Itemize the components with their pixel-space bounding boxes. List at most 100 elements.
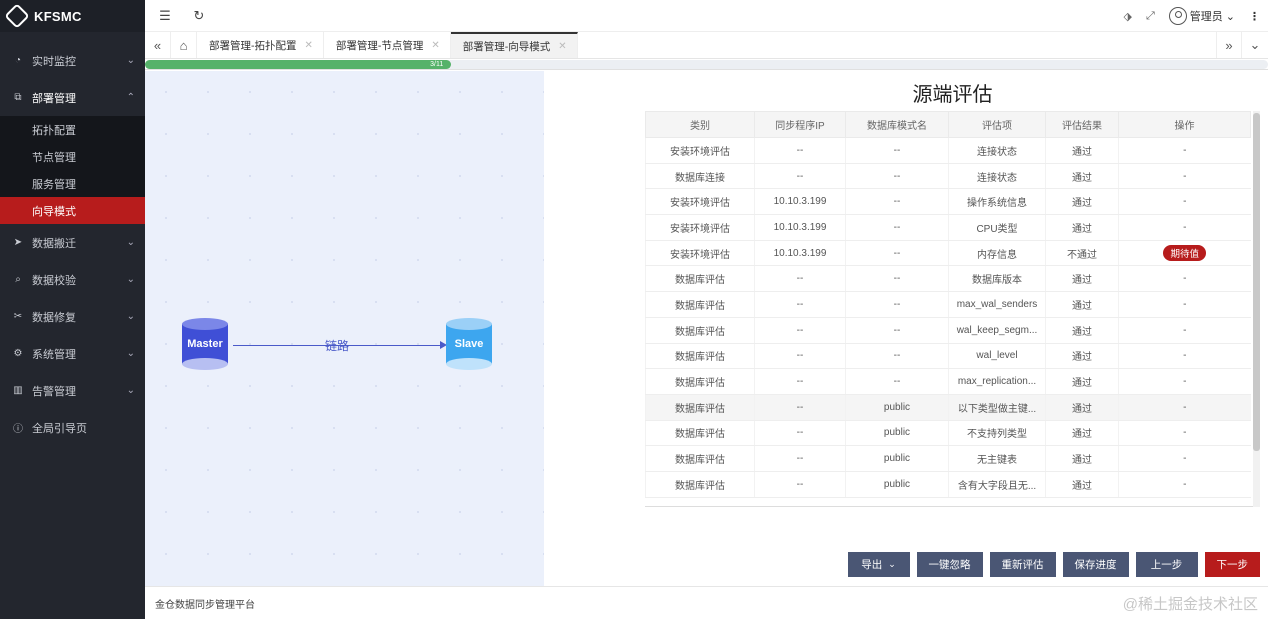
close-icon[interactable]: ✕ — [304, 39, 313, 51]
chevron-down-icon: ⌄ — [888, 559, 896, 569]
status-badge[interactable]: 期待值 — [1163, 245, 1206, 262]
watermark: @稀土掘金技术社区 — [1122, 596, 1258, 613]
column-header: 数据库模式名 — [845, 111, 949, 138]
user-menu[interactable]: 管理员 ⌄ — [1168, 7, 1235, 25]
table-cell: -- — [845, 368, 949, 395]
submenu-item-wizard[interactable]: 向导模式 — [0, 197, 145, 224]
sidebar-item-label: 数据修复 — [32, 311, 76, 324]
chevron-down-icon: ⌄ — [1225, 10, 1235, 23]
user-name: 管理员 — [1189, 11, 1223, 23]
table-cell: 连接状态 — [948, 163, 1046, 190]
sidebar-item-migration[interactable]: ➤ 数据搬迁 ⌄ — [0, 224, 145, 261]
info-icon: ⓘ — [13, 424, 23, 435]
table-row[interactable]: 数据库评估----max_replication...通过- — [645, 368, 1251, 395]
chevron-down-icon[interactable]: ⌄ — [1249, 37, 1261, 52]
sidebar-item-repair[interactable]: ✂ 数据修复 ⌄ — [0, 298, 145, 335]
table-cell: 10.10.3.199 — [754, 188, 846, 216]
table-row[interactable]: 安装环境评估----连接状态通过- — [645, 137, 1251, 164]
column-header: 同步程序IP — [754, 111, 846, 138]
sidebar-item-guide[interactable]: ⓘ 全局引导页 — [0, 409, 145, 446]
table-cell: 含有大字段且无... — [948, 471, 1046, 498]
link-label: 链路 — [325, 339, 350, 353]
table-row[interactable]: 数据库评估----数据库版本通过- — [645, 265, 1251, 293]
master-label: Master — [187, 338, 223, 350]
table-cell: 安装环境评估 — [645, 188, 755, 216]
table-cell: -- — [845, 240, 949, 267]
fullscreen-icon[interactable]: ⤢ — [1145, 9, 1155, 22]
slave-node[interactable]: Slave — [446, 318, 492, 370]
menu-toggle-icon[interactable]: ☰ — [159, 7, 171, 23]
panel-title: 源端评估 — [912, 84, 993, 106]
db-top — [446, 318, 492, 330]
db-bottom — [446, 358, 492, 370]
submenu-item-services[interactable]: 服务管理 — [32, 178, 76, 191]
sidebar-item-monitor[interactable]: ◔ 实时监控 ⌄ — [0, 42, 145, 79]
submenu-item-nodes[interactable]: 节点管理 — [32, 151, 76, 164]
footer: 金仓数据同步管理平台 @稀土掘金技术社区 — [145, 586, 1268, 619]
logo-icon — [4, 3, 30, 29]
tab-topology[interactable]: 部署管理-拓扑配置 ✕ — [197, 32, 324, 58]
wizard-progress: 3/11 — [145, 59, 1268, 70]
table-cell: 数据库评估 — [645, 317, 755, 344]
table-cell: public — [845, 394, 949, 421]
save-progress-button[interactable]: 保存进度 — [1062, 552, 1129, 577]
table-row[interactable]: 数据库连接----连接状态通过- — [645, 163, 1251, 190]
table-cell: - — [1118, 214, 1251, 241]
topology-canvas[interactable]: Master 链路 Slave — [145, 71, 544, 586]
chevron-down-icon: ⌄ — [126, 385, 135, 396]
sidebar-item-verify[interactable]: ⌕ 数据校验 ⌄ — [0, 261, 145, 298]
sidebar-item-alarm[interactable]: ▥ 告警管理 ⌄ — [0, 372, 145, 409]
sidebar-item-system[interactable]: ⚙ 系统管理 ⌄ — [0, 335, 145, 372]
tab-nodes[interactable]: 部署管理-节点管理 ✕ — [324, 32, 451, 58]
table-row[interactable]: 数据库评估----wal_keep_segm...通过- — [645, 317, 1251, 344]
table-cell: 安装环境评估 — [645, 137, 755, 164]
db-top — [182, 318, 228, 330]
master-node[interactable]: Master — [182, 318, 228, 370]
button-label: 导出 — [861, 559, 883, 571]
tabs-scroll-left-icon[interactable]: « — [145, 32, 171, 58]
next-step-button[interactable]: 下一步 — [1204, 552, 1260, 577]
table-cell: 数据库评估 — [645, 368, 755, 395]
ignore-all-button[interactable]: 一键忽略 — [916, 552, 983, 577]
more-icon[interactable]: ⋮ — [1249, 10, 1260, 23]
tab-label: 部署管理-节点管理 — [335, 39, 424, 52]
table-cell: - — [1118, 317, 1251, 344]
sidebar-item-deploy[interactable]: ⧉ 部署管理 ⌃ — [0, 79, 145, 116]
table-cell: 通过 — [1045, 214, 1119, 241]
submenu-item-topology[interactable]: 拓扑配置 — [32, 124, 76, 137]
prev-step-button[interactable]: 上一步 — [1135, 552, 1198, 577]
table-cell: 通过 — [1045, 188, 1119, 216]
table-cell: - — [1118, 471, 1251, 498]
table-cell: 通过 — [1045, 163, 1119, 190]
tabs-scroll-right-icon[interactable]: » — [1216, 32, 1242, 58]
table-cell: 数据库评估 — [645, 291, 755, 318]
scrollbar-thumb[interactable] — [1253, 113, 1260, 451]
tag-icon[interactable]: ⬗ — [1123, 10, 1132, 23]
table-cell: 通过 — [1045, 317, 1119, 344]
brand[interactable]: KFSMC — [0, 0, 145, 32]
table-scrollbar[interactable] — [1253, 111, 1260, 507]
sidebar-item-label: 全局引导页 — [32, 422, 87, 435]
table-cell: 通过 — [1045, 137, 1119, 164]
tab-label: 部署管理-拓扑配置 — [209, 39, 297, 52]
table-cell: -- — [845, 317, 949, 344]
tab-wizard[interactable]: 部署管理-向导模式 ✕ — [450, 32, 578, 58]
close-icon[interactable]: ✕ — [431, 39, 440, 51]
link-line[interactable] — [233, 345, 443, 346]
deploy-submenu: 拓扑配置 节点管理 服务管理 向导模式 — [0, 116, 145, 224]
export-button[interactable]: 导出 ⌄ — [847, 552, 910, 577]
reevaluate-button[interactable]: 重新评估 — [989, 552, 1056, 577]
refresh-icon[interactable]: ↻ — [193, 7, 205, 23]
home-icon[interactable]: ⌂ — [171, 32, 197, 58]
close-icon[interactable]: ✕ — [558, 40, 567, 52]
chevron-down-icon: ⌄ — [126, 55, 135, 66]
